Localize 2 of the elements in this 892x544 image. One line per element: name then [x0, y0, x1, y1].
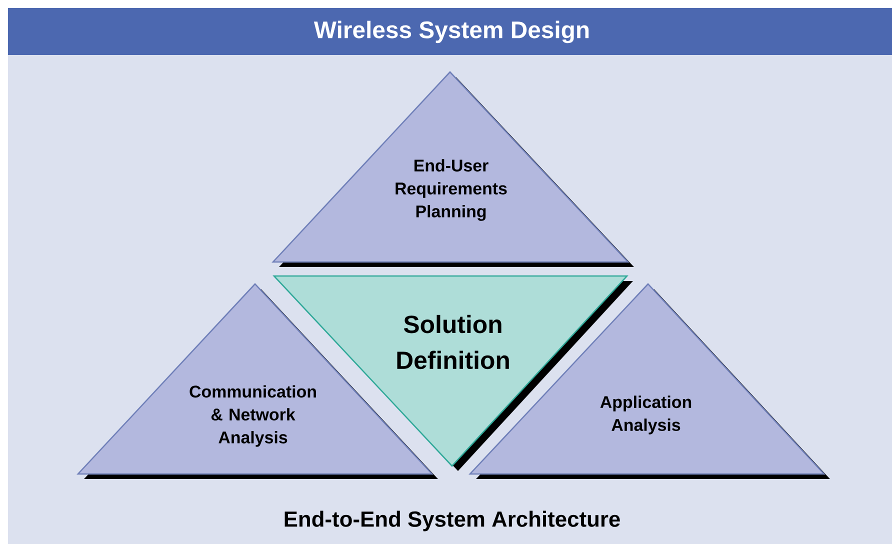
caption: End-to-End System Architecture — [284, 510, 620, 532]
title-banner: Wireless System Design — [8, 8, 892, 55]
